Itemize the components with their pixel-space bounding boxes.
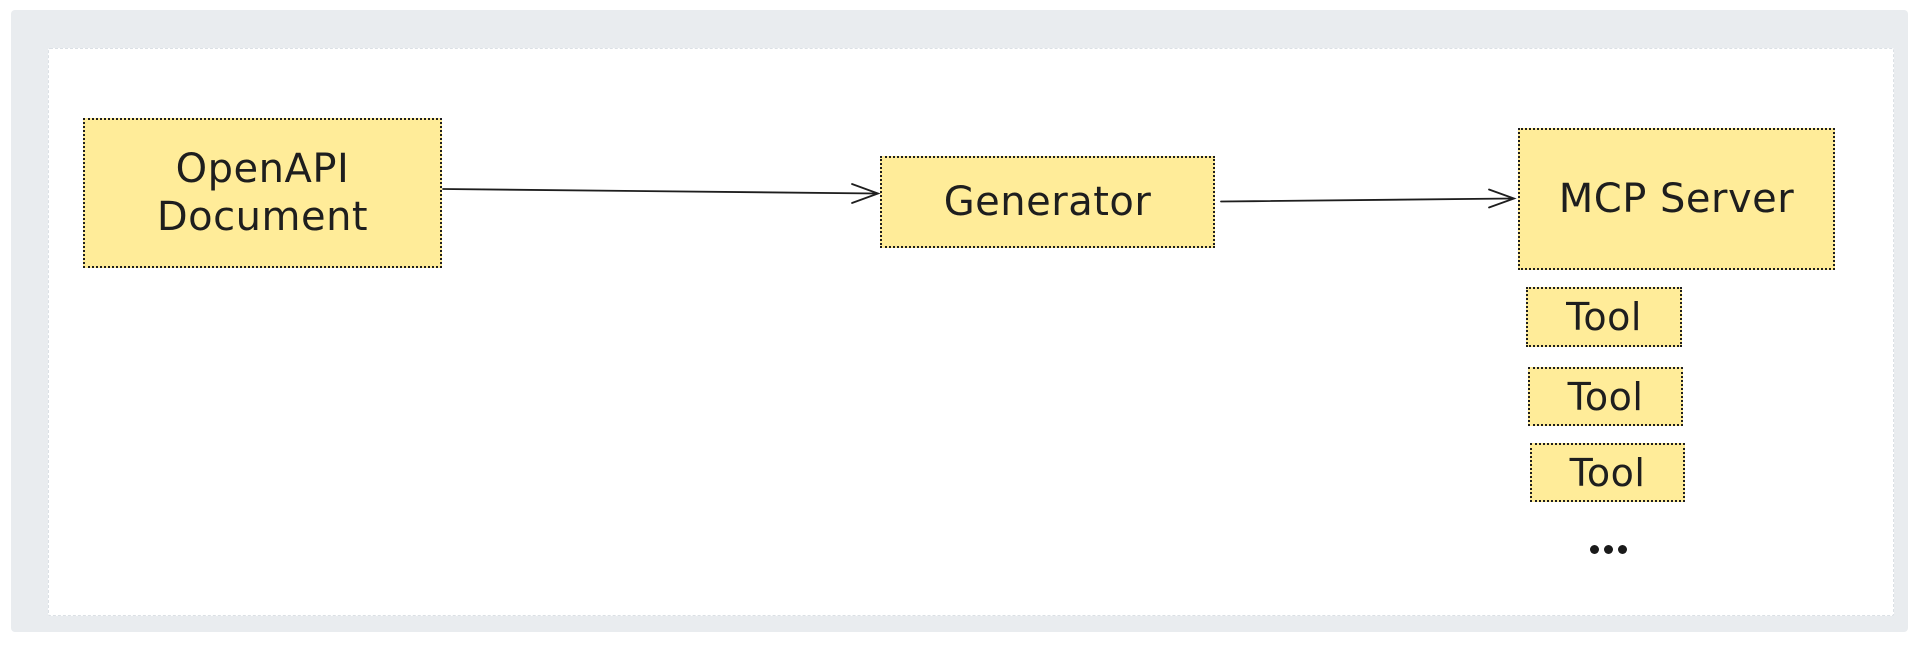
mcp-server-label: MCP Server: [1558, 176, 1795, 222]
more-tools-ellipsis: ...: [1590, 545, 1627, 554]
openapi-document-node: OpenAPI Document: [83, 118, 442, 268]
tool-node: Tool: [1530, 443, 1685, 502]
generator-label: Generator: [943, 179, 1152, 225]
tool-label: Tool: [1566, 295, 1642, 339]
tool-label: Tool: [1567, 374, 1644, 419]
openapi-document-label: OpenAPI Document: [156, 146, 369, 240]
ellipsis-dot: [1590, 545, 1599, 554]
ellipsis-dot: [1604, 545, 1613, 554]
tool-label: Tool: [1569, 450, 1646, 495]
ellipsis-dot: [1618, 545, 1627, 554]
generator-node: Generator: [880, 156, 1215, 248]
mcp-server-node: MCP Server: [1518, 128, 1835, 270]
tool-node: Tool: [1528, 367, 1683, 426]
tool-node: Tool: [1526, 287, 1682, 347]
